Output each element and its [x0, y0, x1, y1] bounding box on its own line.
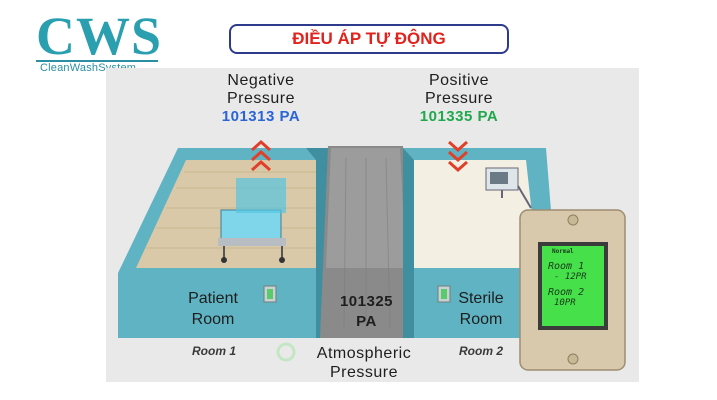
equipment-icon [485, 167, 532, 209]
diagram-illustration [118, 139, 626, 371]
patient-room-line2: Room [191, 311, 235, 328]
panel-line3: Room 2 [548, 287, 585, 298]
positive-pressure-value: 101335 PA [419, 108, 499, 125]
corridor-pressure-value: 101325 [339, 293, 394, 310]
arrow-up-icon [251, 139, 271, 172]
bed-icon [218, 178, 286, 263]
panel-line1: Room 1 [548, 261, 585, 272]
negative-pressure-label: Negative Pressure 101313 PA [196, 72, 326, 126]
room2-tag: Room 2 [459, 344, 504, 358]
positive-pressure-label: Positive Pressure 101335 PA [394, 72, 524, 126]
logo: CWS [36, 8, 162, 64]
atmospheric-pressure-label: Atmospheric Pressure [304, 344, 424, 382]
arrow-down-icon [448, 140, 468, 173]
sterile-room-label: Sterile Room [436, 288, 526, 330]
panel-line4: 10PR [554, 298, 576, 308]
corridor-block [320, 146, 414, 338]
negative-pressure-line2: Pressure [226, 90, 296, 107]
watermark-icon [276, 342, 296, 362]
panel-line2: - 12PR [554, 272, 587, 282]
corridor-pressure-unit: PA [356, 313, 377, 330]
control-panel [519, 209, 626, 371]
logo-text: CWS [36, 6, 163, 66]
room1-tag: Room 1 [192, 344, 237, 358]
patient-room-label: Patient Room [168, 288, 258, 330]
positive-pressure-line1: Positive [428, 72, 490, 89]
page-title: ĐIỀU ÁP TỰ ĐỘNG [229, 24, 509, 54]
sterile-room-line2: Room [459, 311, 503, 328]
logo-divider [36, 60, 158, 62]
panel-header: Normal [552, 248, 574, 255]
sterile-room-line1: Sterile [458, 290, 504, 307]
negative-pressure-value: 101313 PA [221, 108, 301, 125]
patient-room-line1: Patient [188, 290, 238, 307]
atmospheric-line2: Pressure [329, 364, 399, 381]
pressure-diagram: Negative Pressure 101313 PA Positive Pre… [106, 68, 639, 382]
atmospheric-line1: Atmospheric [316, 345, 412, 362]
corridor-pressure: 101325 PA [324, 292, 409, 332]
patient-room-block [118, 148, 328, 338]
negative-pressure-line1: Negative [227, 72, 295, 89]
panel-screen: Normal Room 1 - 12PR Room 2 10PR [542, 248, 604, 309]
sterile-room-block [403, 148, 556, 338]
positive-pressure-line2: Pressure [424, 90, 494, 107]
